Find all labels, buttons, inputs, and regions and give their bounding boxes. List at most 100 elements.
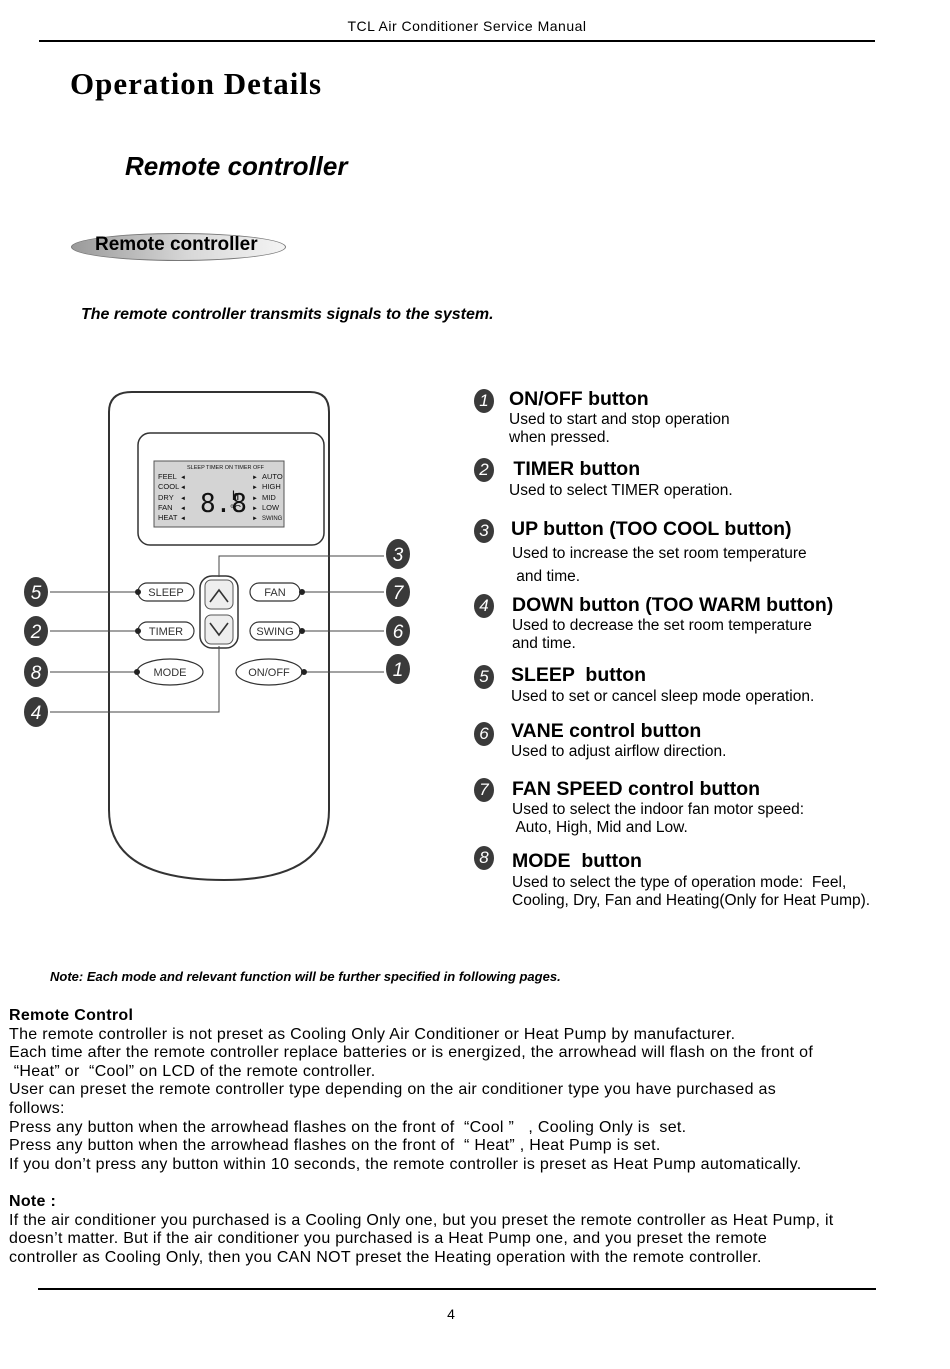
subsection-title: Remote controller (125, 151, 348, 181)
lcd-right-4: SWING (262, 516, 283, 522)
remote-control-line-2: Each time after the remote controller re… (9, 1044, 814, 1062)
badge-right-fan-num: 7 (393, 583, 405, 604)
lcd-right-1: HIGH (262, 482, 281, 491)
badge-right-swing-num: 6 (393, 622, 404, 643)
item-3-desc-line-1: Used to increase the set room temperatur… (512, 545, 807, 562)
item-4-title: DOWN button (TOO WARM button) (512, 594, 834, 616)
document-header: TCL Air Conditioner Service Manual (347, 18, 587, 34)
badge-left-sleep-num: 5 (31, 583, 42, 604)
lcd-left-3: FAN (158, 503, 173, 512)
item-6-desc-line-1: Used to adjust airflow direction. (511, 743, 727, 760)
item-6-badge: 6 (474, 722, 494, 746)
lcd-screen (153, 460, 285, 528)
item-8-badge: 8 (474, 846, 494, 870)
remote-control-line-5: follows: (9, 1099, 65, 1117)
lcd-right-0: AUTO (262, 472, 283, 481)
svg-text:◄: ◄ (180, 516, 186, 522)
fan-button-label: FAN (264, 587, 285, 599)
badge-right-swing (386, 616, 410, 646)
remote-control-spacer (9, 1174, 929, 1193)
sleep-button-label: SLEEP (148, 587, 183, 599)
lcd-left-1: COOL (158, 482, 179, 491)
mode-button-label: MODE (154, 667, 187, 679)
remote-control-heading: Remote Control (9, 1007, 134, 1024)
badge-left-timer-num: 2 (30, 622, 42, 643)
remote-control-line-7: Press any button when the arrowhead flas… (9, 1137, 661, 1155)
remote-control-note-line-2: doesn’t matter. But if the air condition… (9, 1230, 768, 1248)
badge-right-onoff-num: 1 (393, 660, 404, 681)
item-1-badge: 1 (474, 389, 494, 413)
up-button (204, 579, 234, 610)
item-4-badge: 4 (474, 594, 494, 618)
remote-control-note-heading: Note : (9, 1192, 57, 1210)
item-8-desc-line-2: Cooling, Dry, Fan and Heating(Only for H… (512, 892, 871, 909)
svg-text:►: ► (252, 496, 258, 502)
item-2-title: TIMER button (508, 458, 641, 480)
item-5-badge: 5 (474, 665, 494, 689)
badge-right-up (386, 539, 410, 569)
lcd-left-2: DRY (158, 493, 174, 502)
lcd-right-3: LOW (262, 503, 280, 512)
item-1-desc-line-2: when pressed. (509, 429, 610, 446)
item-1-desc-line-1: Used to start and stop operation (509, 411, 730, 428)
lcd-left-4: HEAT (158, 513, 178, 522)
down-arrow-icon (209, 622, 229, 637)
callout-line-down (50, 646, 220, 713)
item-3-desc-line-2: and time. (512, 568, 581, 585)
callout-line-up (218, 555, 384, 577)
footer-rule (38, 1288, 876, 1290)
remote-control-section: Remote Control The remote controller is … (9, 1007, 929, 1267)
badge-right-up-num: 3 (393, 545, 404, 566)
item-2-badge: 2 (474, 458, 494, 482)
specification-note: Note: Each mode and relevant function wi… (50, 969, 561, 984)
svg-text:►: ► (252, 506, 258, 512)
lcd-hour: h (232, 488, 239, 503)
badge-right-fan (386, 577, 410, 607)
remote-control-line-1: The remote controller is not preset as C… (9, 1025, 736, 1043)
swing-button-label: SWING (256, 626, 293, 638)
remote-control-note-line-3: controller as Cooling Only, then you CAN… (9, 1248, 762, 1266)
lcd-left-0: FEEL (158, 472, 177, 481)
item-7-badge: 7 (474, 778, 494, 802)
remote-illustration: SLEEP TIMER ON TIMER OFF FEEL COOL DRY F… (24, 391, 410, 882)
item-7-title: FAN SPEED control button (512, 778, 761, 800)
remote-control-line-6: Press any button when the arrowhead flas… (9, 1118, 687, 1136)
svg-text:◄: ◄ (180, 506, 186, 512)
lcd-digits: 8.8 (200, 489, 247, 519)
item-7-desc-line-1: Used to select the indoor fan motor spee… (512, 801, 805, 818)
item-8-title: MODE button (512, 850, 642, 872)
svg-text:►: ► (252, 516, 258, 522)
remote-control-line-8: If you don’t press any button within 10 … (9, 1155, 802, 1173)
timer-button-label: TIMER (149, 626, 183, 638)
section-pill (71, 233, 286, 261)
section-title: Operation Details (70, 66, 323, 101)
badge-left-timer (24, 616, 48, 646)
page-number: 4 (447, 1306, 455, 1322)
item-5-title: SLEEP button (511, 664, 647, 686)
svg-text:◄: ◄ (180, 475, 186, 481)
badge-left-down-num: 4 (31, 703, 42, 724)
item-4-desc-line-2: and time. (512, 635, 576, 652)
svg-text:►: ► (252, 475, 258, 481)
item-3-badge: 3 (474, 519, 494, 543)
section-pill-label: Remote controller (95, 234, 258, 255)
badge-right-onoff (386, 654, 410, 684)
item-5-desc-line-1: Used to set or cancel sleep mode operati… (511, 688, 815, 705)
lcd-celsius: °C (230, 504, 241, 515)
onoff-button-label: ON/OFF (248, 667, 290, 679)
svg-text:◄: ◄ (180, 496, 186, 502)
lcd-right-2: MID (262, 493, 276, 502)
up-arrow-icon (209, 588, 229, 603)
down-button (204, 614, 234, 645)
svg-text:►: ► (252, 485, 258, 491)
badge-left-down (24, 697, 48, 727)
item-7-desc-line-2: Auto, High, Mid and Low. (512, 819, 688, 836)
item-2-desc-line-1: Used to select TIMER operation. (509, 482, 733, 499)
remote-control-note-line-1: If the air conditioner you purchased is … (9, 1211, 834, 1229)
intro-text: The remote controller transmits signals … (81, 306, 494, 323)
badge-left-sleep (24, 577, 48, 607)
lcd-top-labels: SLEEP TIMER ON TIMER OFF (187, 465, 265, 471)
header-rule (39, 40, 875, 42)
item-6-title: VANE control button (511, 720, 702, 742)
badge-left-mode-num: 8 (31, 663, 42, 684)
